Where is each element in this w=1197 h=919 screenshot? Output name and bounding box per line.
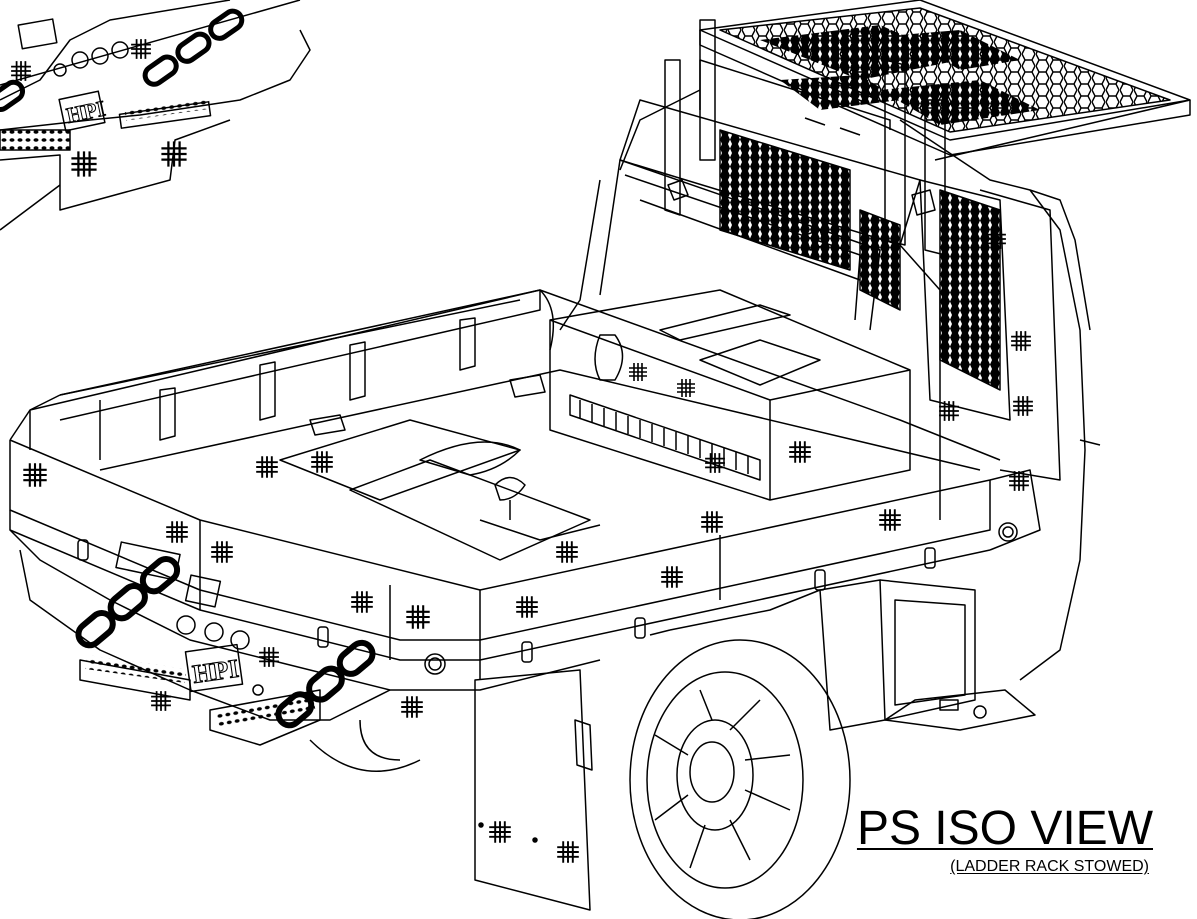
view-title: PS ISO VIEW: [856, 802, 1153, 855]
underbody-compartment: [649, 579, 1036, 731]
rear-wheel: [309, 639, 851, 919]
flatbed-deck: [9, 289, 1001, 591]
toolbox: [549, 159, 936, 501]
view-subtitle: (LADDER RACK STOWED): [950, 858, 1149, 875]
ladder-rack: [699, 0, 1191, 256]
bed-side-rails: [29, 289, 541, 460]
headache-rack: [619, 19, 1061, 520]
hpi-logo: HPI: [191, 654, 241, 689]
rear-bumper: HPI: [9, 440, 1041, 746]
inset-rear-view: HPI: [0, 0, 311, 231]
mud-flap: [474, 669, 593, 911]
